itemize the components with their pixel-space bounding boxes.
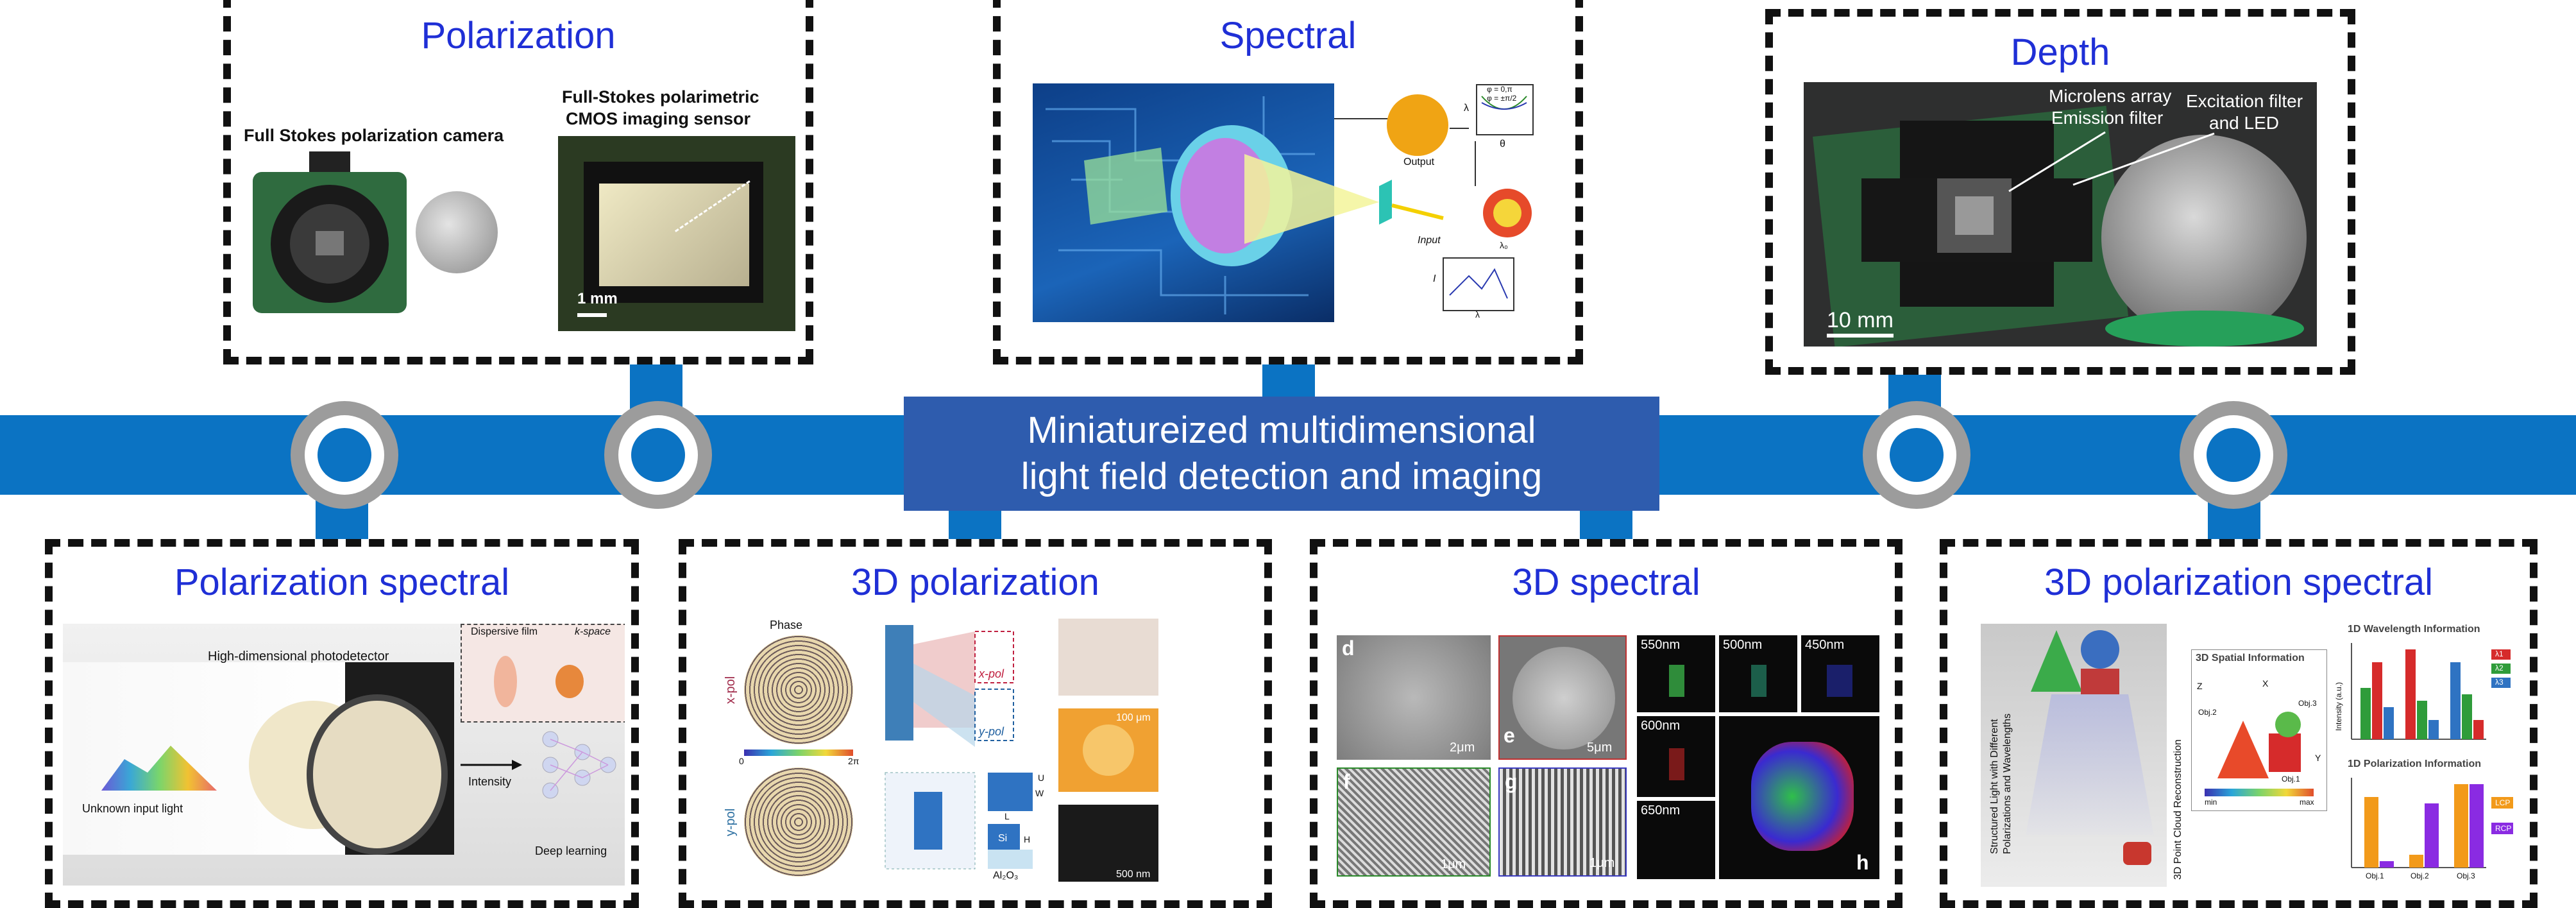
polarization-info-chart: 1D Polarization Information LCP RCP Obj.… <box>2332 758 2518 887</box>
wave-600: 600nm <box>1637 716 1715 797</box>
spatial-info-panel: 3D Spatial Information Obj.2 Obj.3 Obj.1… <box>2191 649 2327 811</box>
sensor-label-2: CMOS imaging sensor <box>566 109 751 128</box>
wave-450: 450nm <box>1801 635 1879 712</box>
film-label: Dispersive film <box>471 626 538 637</box>
u-label: U <box>1038 773 1045 783</box>
scale-500nm: 500 nm <box>1116 869 1151 880</box>
unknown-light-label: Unknown input light <box>82 802 183 815</box>
panel-title: 3D spectral <box>1512 561 1700 603</box>
depth-photo: 10 mm Microlens array Emission filter Ex… <box>1804 82 2317 347</box>
photodetector-illustration: High-dimensional photodetector Dispersiv… <box>63 624 625 886</box>
ypol-label-2: y-pol <box>979 725 1004 738</box>
detector-label: High-dimensional photodetector <box>208 649 389 664</box>
panel-polarization-spectral: Polarization spectral High-dimensional p… <box>45 539 639 908</box>
si-label: Si <box>998 833 1008 844</box>
sem-panel-f: f 1μm <box>1337 767 1491 877</box>
spectrometer-illustration: Output Input φ = 0,π φ = ±π/2 θ λ λ₀ I λ <box>1033 83 1536 322</box>
center-title-line-2: light field detection and imaging <box>1021 456 1543 497</box>
w-label: W <box>1035 788 1044 798</box>
phase-label: Phase <box>770 619 803 631</box>
depth-label-1: Microlens array <box>2049 86 2172 106</box>
kspace-label: k-space <box>575 626 611 637</box>
structured-light-label-2: Polarizations and Wavelengths <box>2002 713 2013 854</box>
deep-learning-label: Deep learning <box>535 844 607 857</box>
wave-500: 500nm <box>1719 635 1797 712</box>
panel-title: Spectral <box>1219 15 1357 56</box>
camera-label: Full Stokes polarization camera <box>244 126 504 145</box>
timeline-node <box>291 401 398 509</box>
panel-3d-polarization: 3D polarization Phase 0 2π x-pol y-pol x… <box>679 539 1272 908</box>
panel-title: 3D polarization <box>851 561 1099 603</box>
colorbar-zero: 0 <box>739 756 744 766</box>
panel-title: Depth <box>2010 31 2110 73</box>
depth-label-2: Emission filter <box>2051 108 2164 128</box>
center-title-line-1: Miniatureized multidimensional <box>1027 409 1536 451</box>
sensor-label-1: Full-Stokes polarimetric <box>562 87 759 107</box>
timeline-node <box>1863 401 1970 509</box>
wave-550: 550nm <box>1637 635 1715 712</box>
spectral-input-label: Input <box>1418 235 1441 246</box>
stub-3d-polarization <box>949 510 1001 540</box>
depth-label-3: Excitation filter <box>2186 91 2303 111</box>
sem-panel-d: d 2μm <box>1337 635 1491 760</box>
structured-light-illustration: Structured Light with Different Polariza… <box>1981 624 2167 887</box>
panel-title: 3D polarization spectral <box>2044 561 2434 603</box>
cmos-sensor-photo: 1 mm <box>558 136 795 331</box>
timeline-node <box>2180 401 2287 509</box>
panel-3d-spectral: 3D spectral d 2μm e 5μm f 1μm g 1μm 550n… <box>1310 539 1902 908</box>
wavelength-info-chart: 1D Wavelength Information λ1 λ2 λ3 <box>2332 624 2518 752</box>
metasurface-illustration: Phase 0 2π x-pol y-pol x-pol y-pol Si Al… <box>699 619 1257 888</box>
panel-title: Polarization spectral <box>174 561 510 603</box>
panel-3d-polarization-spectral: 3D polarization spectral Structured Ligh… <box>1940 539 2538 908</box>
panel-polarization: Polarization Full Stokes polarization ca… <box>223 0 813 364</box>
scale-label: 1 mm <box>577 290 618 307</box>
al-label: Al₂O₃ <box>993 870 1019 881</box>
l-label: L <box>1004 811 1010 821</box>
depth-label-4: and LED <box>2209 113 2279 133</box>
sem-panel-h: h <box>1719 716 1879 879</box>
axis-lambda: λ <box>1464 103 1469 114</box>
intensity-axis-label: Intensity (a.u.) <box>2334 681 2343 731</box>
stub-spectral <box>1262 363 1315 398</box>
panel-depth: Depth 10 mm Microlens array Emission fil… <box>1765 9 2355 375</box>
timeline-node <box>604 401 712 509</box>
sem-panel-e: e 5μm <box>1498 635 1627 760</box>
intensity-label: Intensity <box>468 775 512 788</box>
sem-panel-g: g 1μm <box>1498 767 1627 877</box>
center-title-box: Miniatureized multidimensional light fie… <box>904 397 1659 511</box>
scale-100um: 100 μm <box>1116 712 1151 723</box>
panel-title: Polarization <box>421 15 616 56</box>
spectral-output-label: Output <box>1403 157 1435 167</box>
reconstruction-label: 3D Point Cloud Reconstruction <box>2173 739 2183 880</box>
axis-i: I <box>1433 273 1436 284</box>
legend-phi-1: φ = 0,π <box>1487 85 1513 94</box>
axis-lambda0: λ₀ <box>1500 240 1508 250</box>
coin <box>416 191 498 273</box>
h-label: H <box>1024 834 1031 844</box>
colorbar-2pi: 2π <box>848 756 860 766</box>
legend-phi-2: φ = ±π/2 <box>1487 94 1517 103</box>
panel-spectral: Spectral Output Input <box>993 0 1583 364</box>
wave-650: 650nm <box>1637 801 1715 879</box>
camera-photo <box>253 151 407 318</box>
axis-theta: θ <box>1500 139 1505 150</box>
axis-lambda-bottom: λ <box>1475 309 1480 320</box>
scale-label: 10 mm <box>1827 308 1894 332</box>
xpol-label-2: x-pol <box>979 667 1004 680</box>
structured-light-label-1: Structured Light with Different <box>1989 719 2000 854</box>
